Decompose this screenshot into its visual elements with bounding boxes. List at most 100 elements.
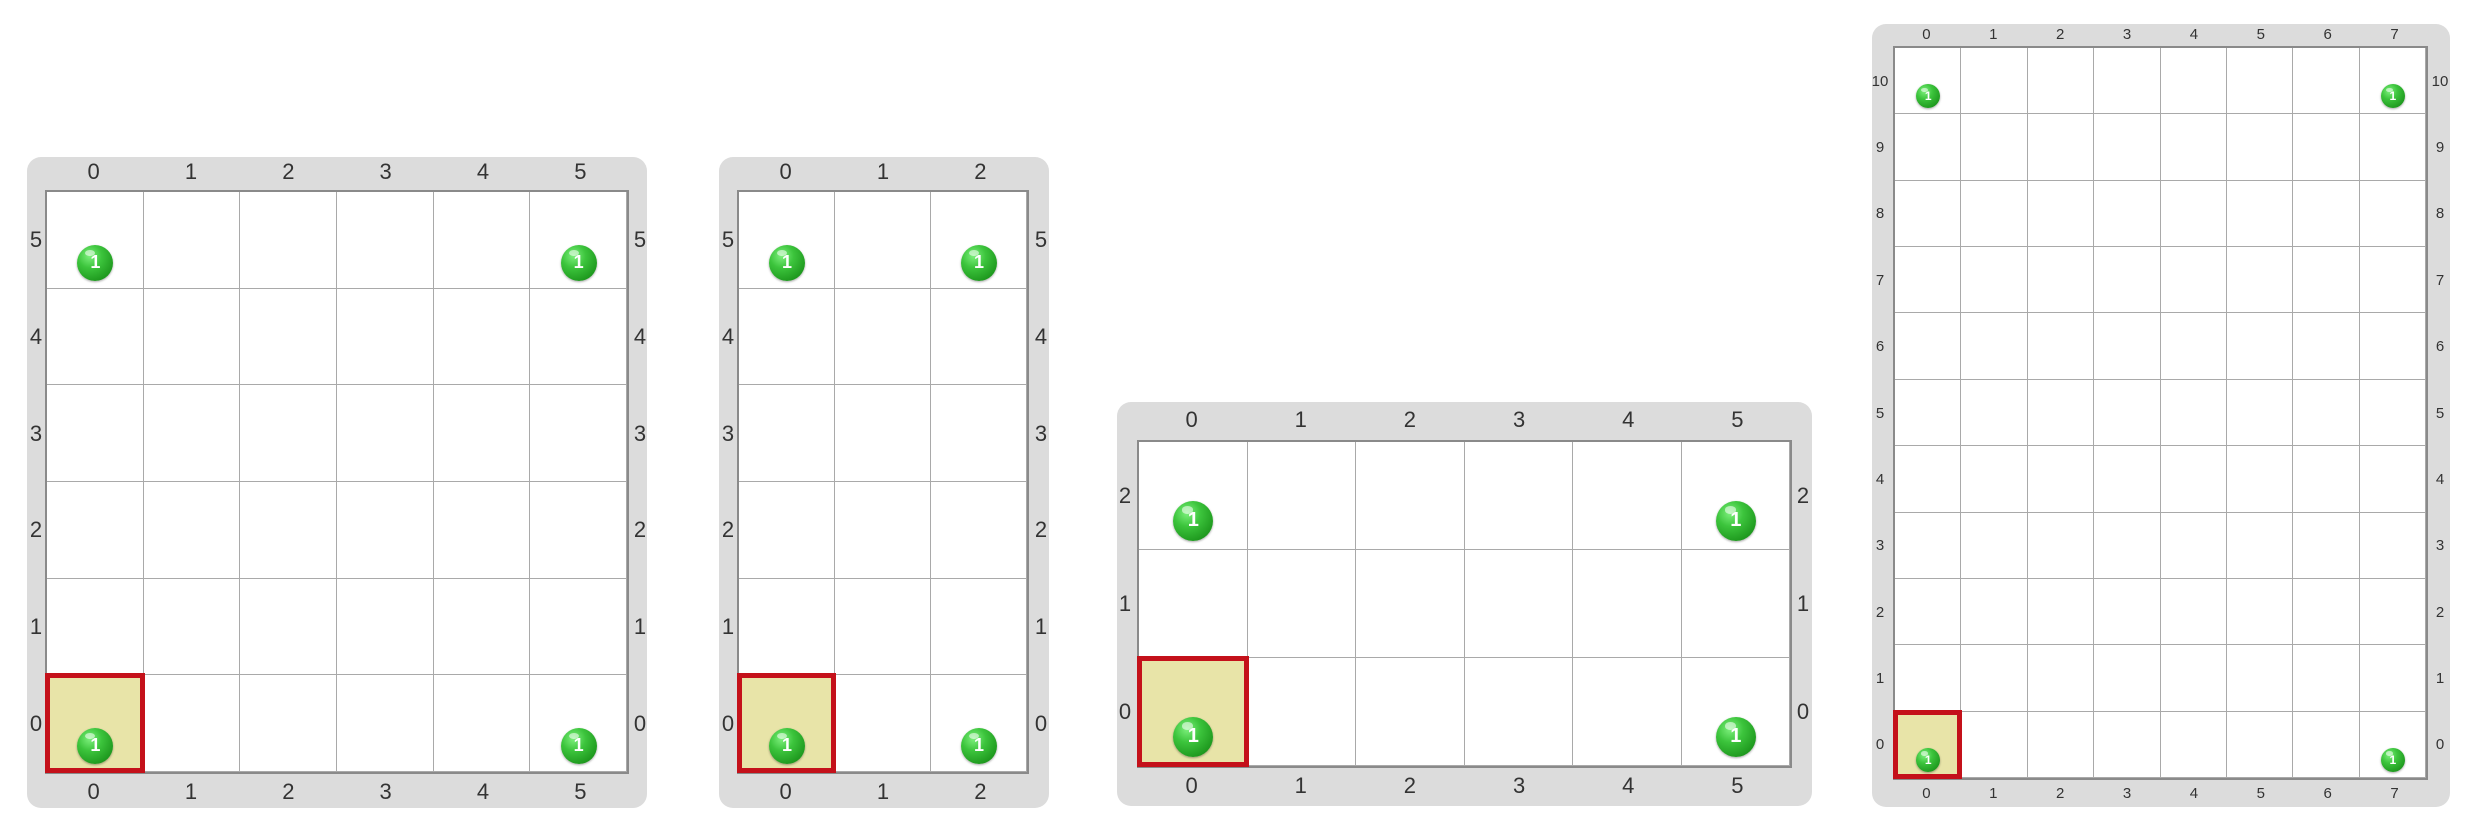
grid-cell[interactable] <box>2160 114 2227 181</box>
grid-cell[interactable] <box>2359 711 2426 778</box>
green-ball-piece[interactable]: 1 <box>2380 748 2405 773</box>
selected-cell-border[interactable] <box>737 673 836 773</box>
grid-cell[interactable] <box>1895 578 1962 646</box>
grid-cell[interactable] <box>433 482 531 579</box>
green-ball-piece[interactable]: 1 <box>560 727 597 764</box>
grid-cell[interactable] <box>835 192 931 289</box>
grid-cell[interactable] <box>835 675 931 772</box>
grid-cell[interactable] <box>2293 446 2360 513</box>
grid-cell[interactable] <box>2226 247 2294 314</box>
grid-cell[interactable] <box>2027 645 2095 712</box>
grid-cell[interactable] <box>2226 645 2294 712</box>
grid-cell[interactable] <box>2359 180 2426 248</box>
grid-cell[interactable] <box>2226 446 2294 513</box>
selected-cell-border[interactable] <box>1137 656 1249 767</box>
grid-cell[interactable] <box>1573 550 1682 658</box>
grid-cell[interactable] <box>931 578 1027 676</box>
grid-cell[interactable] <box>1464 550 1573 658</box>
grid-cell[interactable] <box>1247 658 1356 766</box>
grid-cell[interactable] <box>1247 442 1356 550</box>
grid-cell[interactable] <box>530 385 627 482</box>
grid-cell[interactable] <box>530 675 627 772</box>
grid-cell[interactable] <box>1247 550 1356 658</box>
green-ball-piece[interactable]: 1 <box>769 244 805 281</box>
grid-cell[interactable] <box>2293 180 2360 248</box>
grid-cell[interactable] <box>2160 313 2227 380</box>
grid-cell[interactable] <box>240 675 337 772</box>
grid-cell[interactable] <box>1961 645 2028 712</box>
grid-cell[interactable] <box>2226 180 2294 248</box>
grid-cell[interactable] <box>1961 578 2028 646</box>
grid-cell[interactable] <box>2359 114 2426 181</box>
grid-cell[interactable] <box>143 385 241 482</box>
grid-cell[interactable] <box>1961 114 2028 181</box>
grid-cell[interactable] <box>530 482 627 579</box>
green-ball-piece[interactable]: 1 <box>1916 84 1941 109</box>
grid-cell[interactable] <box>1139 550 1248 658</box>
grid-cell[interactable] <box>143 482 241 579</box>
grid-cell[interactable] <box>2027 446 2095 513</box>
green-ball-piece[interactable]: 1 <box>961 727 997 764</box>
grid-cell[interactable] <box>47 578 144 676</box>
grid-cell[interactable] <box>1961 247 2028 314</box>
grid-cell[interactable] <box>2359 48 2426 115</box>
grid-cell[interactable] <box>337 192 434 289</box>
grid-cell[interactable] <box>2027 313 2095 380</box>
green-ball-piece[interactable]: 1 <box>961 244 997 281</box>
green-ball-piece[interactable]: 1 <box>2380 84 2405 109</box>
grid-cell[interactable] <box>1895 512 1962 579</box>
grid-cell[interactable] <box>2293 247 2360 314</box>
grid-cell[interactable] <box>1961 512 2028 579</box>
grid-cell[interactable] <box>2293 578 2360 646</box>
grid-cell[interactable] <box>240 482 337 579</box>
grid-cell[interactable] <box>2027 379 2095 447</box>
grid-cell[interactable] <box>2027 247 2095 314</box>
grid-cell[interactable] <box>2359 313 2426 380</box>
grid-cell[interactable] <box>2094 711 2161 778</box>
grid-cell[interactable] <box>47 288 144 386</box>
grid-cell[interactable] <box>2359 379 2426 447</box>
grid-cell[interactable] <box>143 578 241 676</box>
grid-cell[interactable] <box>1356 658 1465 766</box>
grid-cell[interactable] <box>1961 48 2028 115</box>
grid-cell[interactable] <box>530 288 627 386</box>
grid-cell[interactable] <box>337 288 434 386</box>
grid-cell[interactable] <box>1895 114 1962 181</box>
grid-cell[interactable] <box>2094 379 2161 447</box>
grid-cell[interactable] <box>2160 180 2227 248</box>
grid-cell[interactable] <box>47 192 144 289</box>
grid-cell[interactable] <box>240 288 337 386</box>
grid-cell[interactable] <box>1464 442 1573 550</box>
grid-cell[interactable] <box>1895 48 1962 115</box>
grid-cell[interactable] <box>240 578 337 676</box>
grid-cell[interactable] <box>1961 711 2028 778</box>
grid-cell[interactable] <box>433 288 531 386</box>
green-ball-piece[interactable]: 1 <box>1715 500 1756 541</box>
grid-cell[interactable] <box>240 192 337 289</box>
grid-cell[interactable] <box>2293 711 2360 778</box>
grid-cell[interactable] <box>739 385 835 482</box>
grid-cell[interactable] <box>2293 48 2360 115</box>
grid-cell[interactable] <box>2293 114 2360 181</box>
grid-cell[interactable] <box>2027 512 2095 579</box>
grid-cell[interactable] <box>433 578 531 676</box>
grid-cell[interactable] <box>1681 442 1790 550</box>
grid-cell[interactable] <box>2160 512 2227 579</box>
grid-cell[interactable] <box>835 288 931 386</box>
grid-cell[interactable] <box>931 192 1027 289</box>
grid-cell[interactable] <box>1464 658 1573 766</box>
grid-cell[interactable] <box>2094 645 2161 712</box>
grid-cell[interactable] <box>530 578 627 676</box>
grid-cell[interactable] <box>240 385 337 482</box>
grid-cell[interactable] <box>1895 180 1962 248</box>
grid-cell[interactable] <box>835 578 931 676</box>
grid-cell[interactable] <box>739 578 835 676</box>
grid-cell[interactable] <box>739 288 835 386</box>
grid-cell[interactable] <box>2094 114 2161 181</box>
grid-cell[interactable] <box>1895 645 1962 712</box>
grid-cell[interactable] <box>2160 247 2227 314</box>
grid-cell[interactable] <box>2160 711 2227 778</box>
grid-cell[interactable] <box>337 578 434 676</box>
grid-cell[interactable] <box>2226 379 2294 447</box>
green-ball-piece[interactable]: 1 <box>1173 716 1214 757</box>
